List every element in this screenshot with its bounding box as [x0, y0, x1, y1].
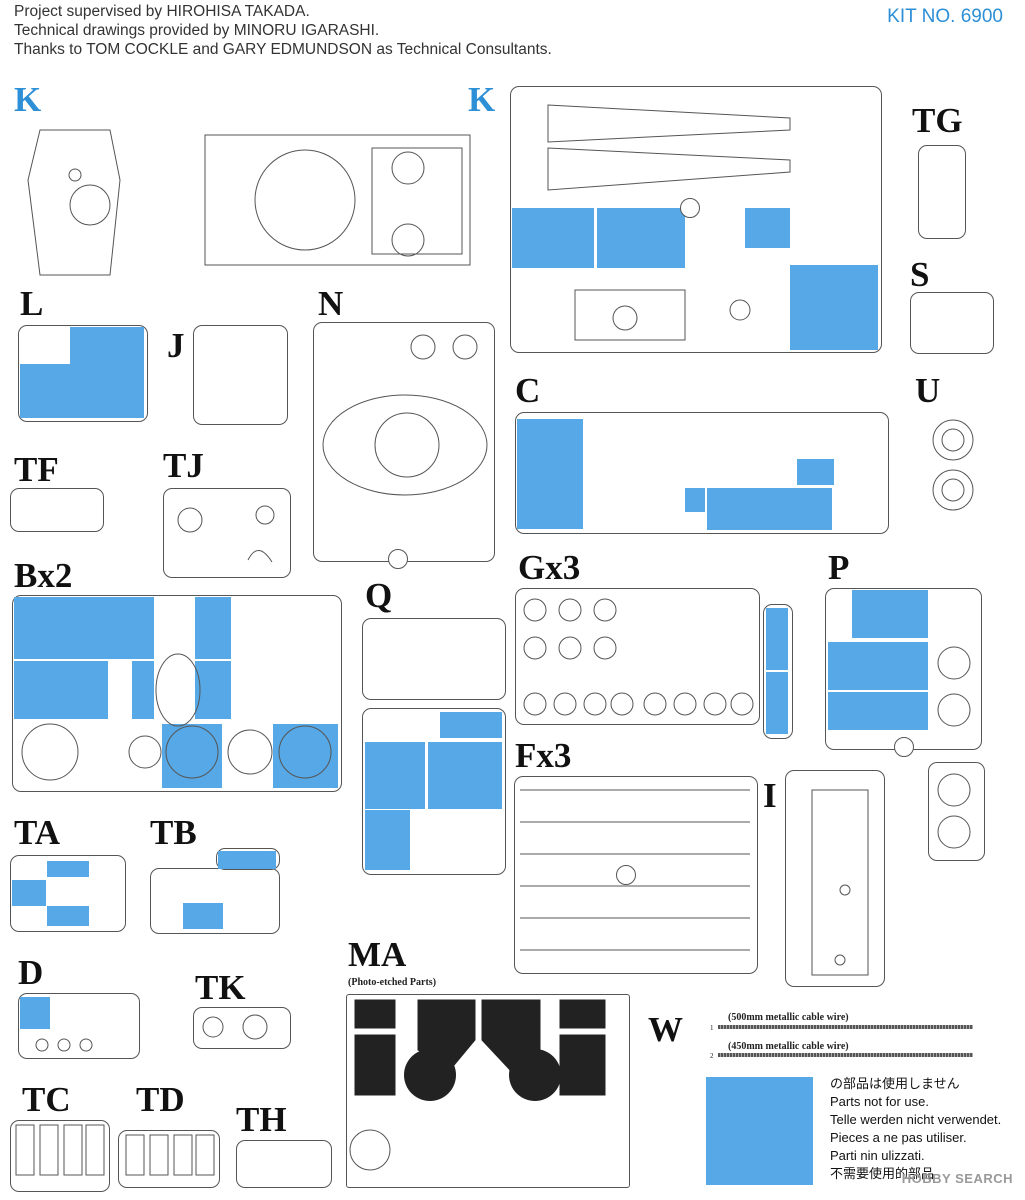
legend-line: 不需要使用的部品: [830, 1166, 935, 1181]
label-i: I: [763, 776, 777, 815]
unused-block: [745, 208, 790, 248]
unused-block: [790, 265, 878, 350]
unused-block: [132, 661, 154, 719]
ma-note: (Photo-etched Parts): [348, 977, 437, 988]
unused-block: [685, 488, 705, 512]
sprue-tc: [10, 1120, 110, 1192]
unused-block: [12, 880, 46, 906]
unused-block: [66, 661, 108, 719]
sprue-k-hull-top: [180, 130, 480, 270]
label-c: C: [515, 371, 541, 410]
unused-block: [365, 810, 410, 870]
sprue-gate: [388, 549, 408, 569]
label-tk: TK: [195, 968, 246, 1007]
unused-block: [828, 692, 928, 730]
label-tb: TB: [150, 813, 197, 852]
unused-block: [195, 661, 231, 719]
label-bx2: Bx2: [14, 556, 73, 595]
sprue-f: [514, 776, 758, 974]
unused-block: [707, 488, 832, 530]
unused-block: [20, 997, 50, 1029]
wire-1-label: (500mm metallic cable wire): [728, 1012, 849, 1023]
label-l: L: [20, 284, 44, 323]
unused-block: [183, 903, 223, 929]
unused-block: [428, 742, 502, 809]
legend-line: Pieces a ne pas utiliser.: [830, 1130, 967, 1145]
unused-block: [273, 724, 338, 788]
watermark: HOBBY SEARCH: [901, 1171, 1013, 1186]
label-tc: TC: [22, 1080, 71, 1119]
label-ta: TA: [14, 813, 61, 852]
unused-block: [828, 642, 928, 690]
label-ma: MA: [348, 935, 407, 974]
unused-block: [70, 327, 144, 364]
label-p: P: [828, 548, 850, 587]
sprue-s: [910, 292, 994, 354]
sprue-tk: [193, 1007, 291, 1049]
unused-block: [517, 419, 583, 529]
label-u: U: [915, 371, 941, 410]
sprue-tj: [163, 488, 291, 578]
unused-block: [14, 661, 66, 719]
wire-1-number: 1: [710, 1024, 714, 1032]
unused-block: [512, 208, 594, 268]
label-tj: TJ: [163, 446, 204, 485]
unused-block: [766, 672, 788, 734]
label-s: S: [910, 255, 930, 294]
sprue-tg: [918, 145, 966, 239]
label-tg: TG: [912, 101, 963, 140]
legend-line: Parti nin ulizzati.: [830, 1148, 925, 1163]
sprue-g: [515, 588, 760, 725]
unused-block: [365, 742, 425, 809]
legend-line: Parts not for use.: [830, 1094, 929, 1109]
sprue-td: [118, 1130, 220, 1188]
sprue-j: [193, 325, 288, 425]
wire-2: [718, 1053, 973, 1057]
label-k: K: [14, 80, 42, 119]
label-d: D: [18, 953, 44, 992]
sprue-q-top: [362, 618, 506, 700]
unused-block: [47, 861, 89, 877]
credit-line: Technical drawings provided by MINORU IG…: [14, 22, 380, 39]
unused-block: [852, 590, 928, 638]
unused-block: [14, 597, 154, 659]
label-th: TH: [236, 1100, 287, 1139]
credit-line: Thanks to TOM COCKLE and GARY EDMUNDSON …: [14, 41, 552, 58]
sprue-th: [236, 1140, 332, 1188]
label-fx3: Fx3: [515, 736, 572, 775]
unused-block: [597, 208, 685, 268]
wire-2-number: 2: [710, 1052, 714, 1060]
unused-block: [440, 712, 502, 738]
credits: Project supervised by HIROHISA TAKADA. T…: [14, 2, 552, 59]
sprue-gate: [894, 737, 914, 757]
label-w: W: [648, 1010, 683, 1049]
unused-block: [766, 608, 788, 670]
unused-block: [20, 364, 144, 418]
label-tf: TF: [14, 450, 59, 489]
legend-line: の部品は使用しません: [830, 1076, 960, 1091]
label-td: TD: [136, 1080, 185, 1119]
sprue-gate: [680, 198, 700, 218]
credit-line: Project supervised by HIROHISA TAKADA.: [14, 3, 310, 20]
sprue-k-hull-front: [18, 120, 118, 280]
unused-block: [797, 459, 834, 485]
unused-block: [195, 597, 231, 659]
label-j: J: [167, 326, 185, 365]
label-gx3: Gx3: [518, 548, 581, 587]
sprue-p-lower: [928, 762, 985, 861]
unused-block: [218, 851, 276, 869]
wire-2-label: (450mm metallic cable wire): [728, 1041, 849, 1052]
legend-line: Telle werden nicht verwendet.: [830, 1112, 1002, 1127]
unused-block: [47, 906, 89, 926]
legend-swatch: [706, 1077, 813, 1185]
label-n: N: [318, 284, 344, 323]
legend-text: の部品は使用しません Parts not for use. Telle werd…: [830, 1075, 1001, 1183]
label-k: K: [468, 80, 496, 119]
sprue-tf: [10, 488, 104, 532]
sprue-gate: [616, 865, 636, 885]
kit-number: KIT NO. 6900: [887, 6, 1003, 27]
wire-1: [718, 1025, 973, 1029]
label-q: Q: [365, 576, 393, 615]
